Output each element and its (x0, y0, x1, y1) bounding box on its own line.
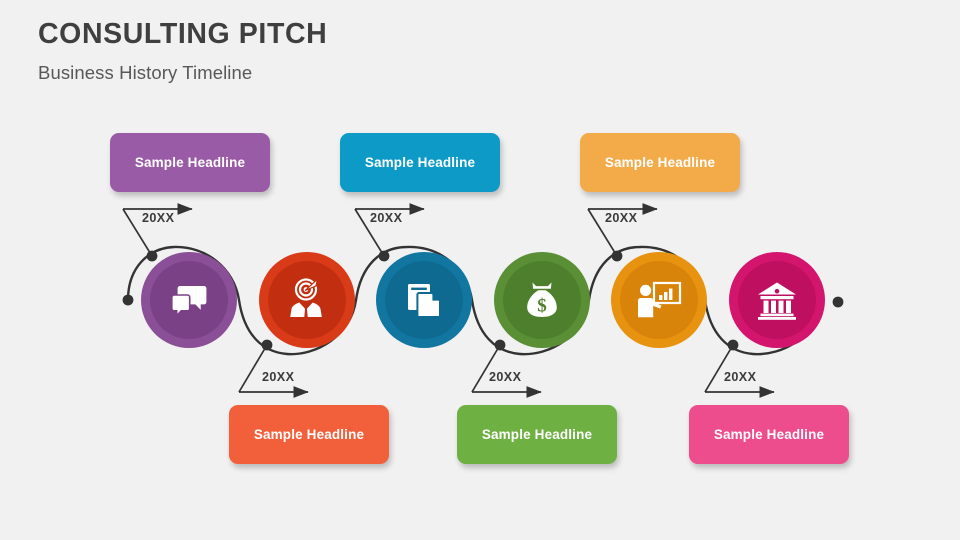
timeline-circle-2[interactable] (259, 252, 355, 348)
wave-node-end (832, 296, 844, 308)
timeline-circle-4-inner: $ (503, 261, 581, 339)
arrow-leader-6 (704, 344, 734, 393)
headline-box-5[interactable]: Sample Headline (580, 133, 740, 192)
wave-node-2 (261, 339, 273, 351)
timeline-circle-3-inner (385, 261, 463, 339)
target-businessman-icon (290, 277, 322, 317)
page-title: CONSULTING PITCH (38, 18, 328, 50)
headline-label-1: Sample Headline (134, 155, 246, 170)
arrow-group-bottom (238, 344, 775, 398)
presentation-chart-icon (638, 281, 682, 318)
speech-bubbles-icon (171, 286, 207, 318)
arrow-leader-2 (238, 344, 268, 393)
timeline-circle-3[interactable] (376, 252, 472, 348)
arrow-leader-4 (471, 344, 501, 393)
year-label-1: 20XX (142, 211, 175, 225)
wave-node-4 (494, 339, 506, 351)
timeline-circle-6-inner (738, 261, 816, 339)
year-label-2: 20XX (262, 370, 295, 384)
bank-building-icon (758, 282, 796, 320)
timeline-circle-4[interactable]: $ (494, 252, 590, 348)
headline-label-3: Sample Headline (364, 155, 476, 170)
documents-copy-icon (408, 284, 441, 318)
year-label-4: 20XX (489, 370, 522, 384)
headline-box-1[interactable]: Sample Headline (110, 133, 270, 192)
timeline-circle-5[interactable] (611, 252, 707, 348)
wave-node-start (122, 294, 134, 306)
year-label-3: 20XX (370, 211, 403, 225)
timeline-circle-1-inner (150, 261, 228, 339)
headline-label-6: Sample Headline (713, 427, 825, 442)
headline-box-3[interactable]: Sample Headline (340, 133, 500, 192)
timeline-circle-6[interactable] (729, 252, 825, 348)
timeline-circle-1[interactable] (141, 252, 237, 348)
year-label-6: 20XX (724, 370, 757, 384)
headline-box-2[interactable]: Sample Headline (229, 405, 389, 464)
headline-label-4: Sample Headline (481, 427, 593, 442)
wave-node-5 (611, 250, 623, 262)
headline-box-4[interactable]: Sample Headline (457, 405, 617, 464)
wave-node-1 (146, 250, 158, 262)
timeline-circle-2-inner (268, 261, 346, 339)
wave-node-3 (378, 250, 390, 262)
header: CONSULTING PITCH Business History Timeli… (38, 18, 327, 84)
wave-node-6 (727, 339, 739, 351)
headline-label-5: Sample Headline (604, 155, 716, 170)
headline-label-2: Sample Headline (253, 427, 365, 442)
money-bag-icon: $ (527, 282, 557, 317)
page-subtitle: Business History Timeline (38, 61, 253, 83)
timeline-circle-5-inner (620, 261, 698, 339)
headline-box-6[interactable]: Sample Headline (689, 405, 849, 464)
year-label-5: 20XX (605, 211, 638, 225)
svg-text:$: $ (537, 296, 547, 317)
